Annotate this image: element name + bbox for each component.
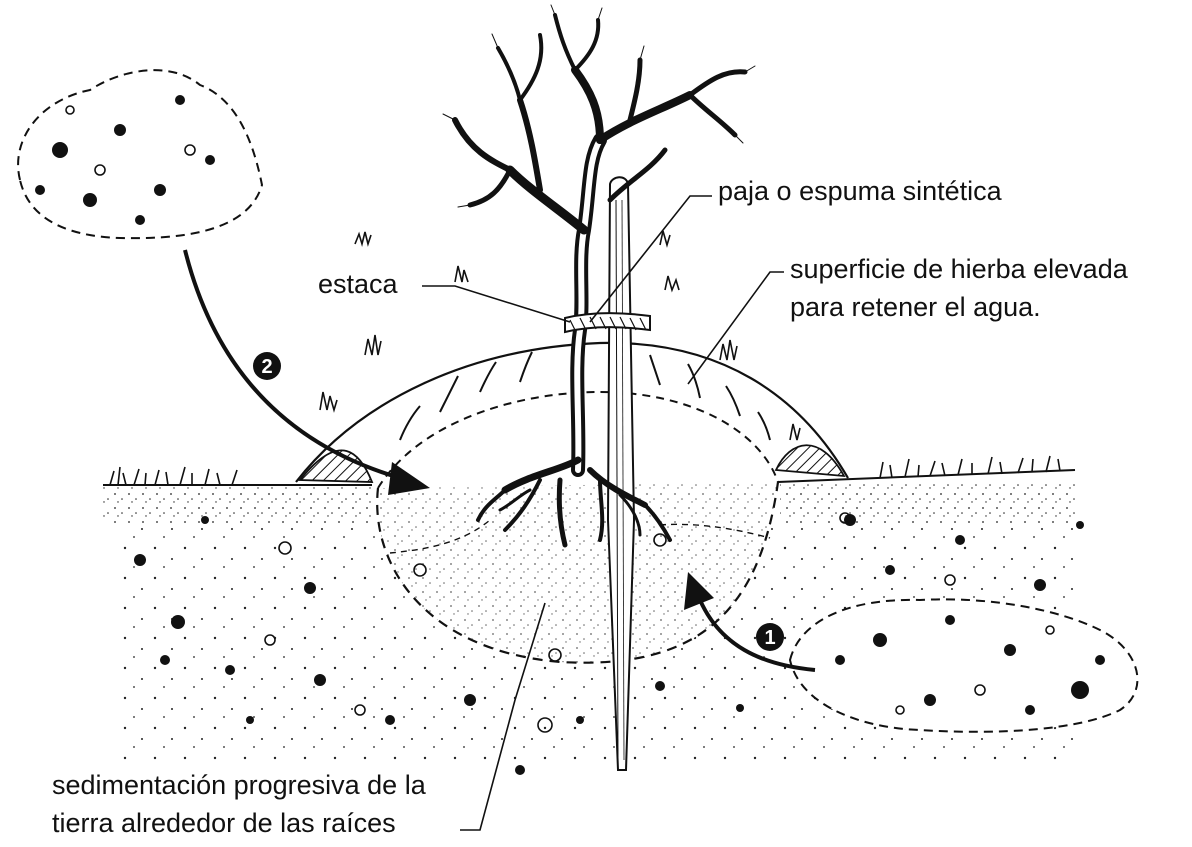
svg-text:1: 1 xyxy=(764,627,775,649)
label-sedimentation-line1: sedimentación progresiva de la xyxy=(52,766,426,804)
tree-tie xyxy=(565,313,650,332)
step-2-badge: 2 xyxy=(253,352,281,380)
svg-text:2: 2 xyxy=(261,356,272,378)
label-sedimentation-line2: tierra alrededor de las raíces xyxy=(52,804,396,842)
label-straw: paja o espuma sintética xyxy=(718,172,1002,210)
step-1-badge: 1 xyxy=(756,623,784,651)
soil-pile-2 xyxy=(18,70,262,238)
label-stake: estaca xyxy=(318,265,398,303)
label-raised-surface-line2: para retener el agua. xyxy=(790,288,1041,326)
soil-pile-1 xyxy=(790,599,1137,731)
label-raised-surface-line1: superficie de hierba elevada xyxy=(790,250,1128,288)
